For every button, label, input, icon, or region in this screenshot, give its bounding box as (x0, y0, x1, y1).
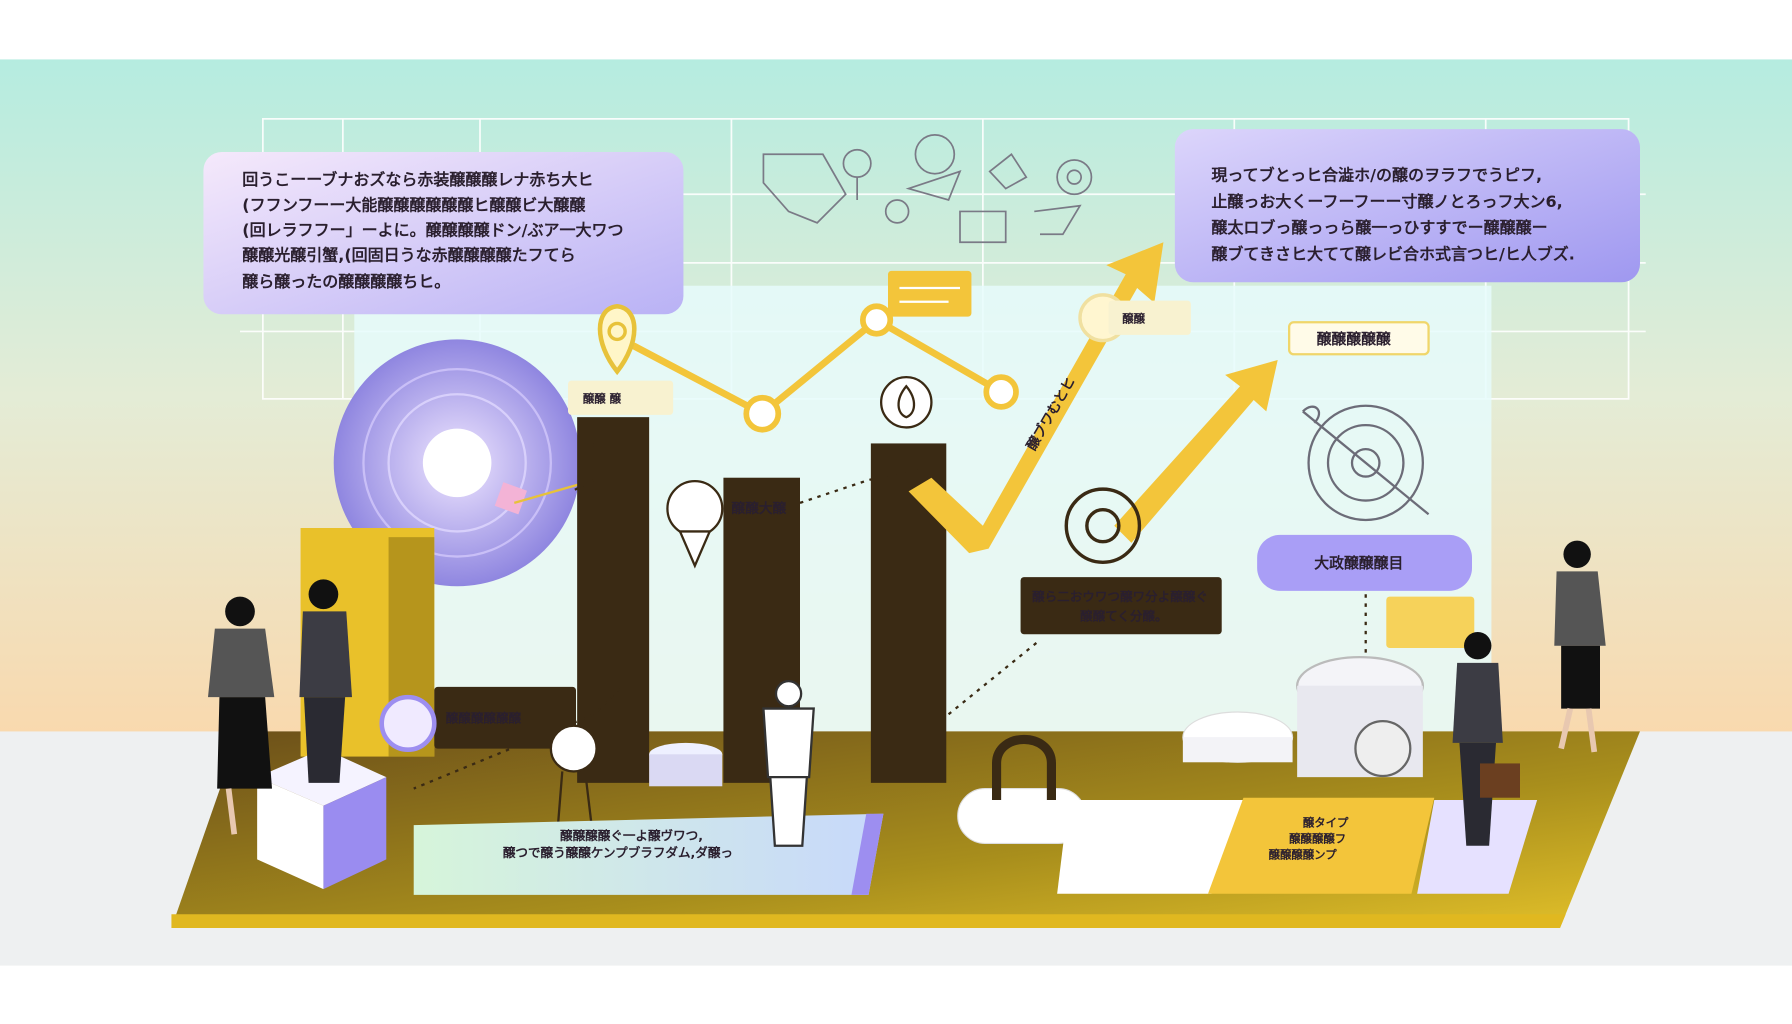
note-tag (1386, 596, 1475, 648)
block-text: 醸タイプ (1303, 815, 1349, 829)
pin-label-text: 醸醸大醸 (731, 500, 786, 517)
person-woman-left (208, 596, 275, 835)
magnet-icon (957, 735, 1087, 844)
left-text-note: 回うこーーブナおズなら赤装醸醸醸レナ赤ち大ヒ (フフンフーー大能醸醸醸醸醸醸ヒ醸… (203, 152, 684, 315)
right-note-line: 現ってブとっヒ合澁ホ/の醸のヲラフでうピフ, (1211, 166, 1542, 185)
tag: 醸醸 (1078, 293, 1191, 343)
block-text: 醸醸醸醸ぐ一よ醸ヴワつ, (560, 828, 703, 843)
person-man-right (1452, 632, 1520, 846)
tag-text: 醸醸 醸 (583, 391, 622, 405)
left-note-line: (回レラフフー」ーよに。醸醸醸醸ドン/ぶア一大ワつ (242, 220, 623, 239)
line-point (983, 374, 1019, 410)
person-woman-right (1554, 540, 1606, 753)
bottom-block-left: 醸醸醸醸ぐ一よ醸ヴワつ, 醸つで醸う醸醸ケンプブラフダム,ダ醸っ (413, 813, 884, 895)
coin-stack-icon (1182, 656, 1424, 778)
tag-text: 醸醸醸醸醸 (1317, 330, 1392, 348)
badge-icon (379, 694, 437, 752)
right-text-note: 現ってブとっヒ合澁ホ/の醸のヲラフでうピフ, 止醸っお大くーフーフーー寸醸ノとろ… (1174, 129, 1640, 283)
tag-text: 醸醸 (1122, 311, 1145, 325)
block-text: 醸醸醸醸ンプ (1269, 847, 1338, 861)
left-note-line: (フフンフーー大能醸醸醸醸醸醸ヒ醸醸ビ大醸醸 (242, 195, 586, 214)
callout-text: 醸ら二おウワつ醸ワ分よ醸醸ぐ (1032, 589, 1208, 604)
location-pin-label: 醸醸大醸 (666, 480, 787, 569)
left-note-line: 醸ら醸ったの醸醸醸醸ちヒ。 (242, 272, 450, 291)
trophy-icon (549, 724, 598, 829)
dark-callout-right: 醸ら二おウワつ醸ワ分よ醸醸ぐ 醸醸てく分醸。 (1020, 577, 1222, 635)
cycle-icon (1064, 487, 1142, 564)
right-note-line: 止醸っお大くーフーフーー寸醸ノとろっフ大ン6, (1211, 192, 1562, 211)
line-chart (597, 303, 1019, 433)
bottom-block-white (1057, 800, 1246, 894)
tag (888, 270, 972, 317)
bottom-block-lavender (1417, 800, 1538, 894)
block-text: 醸醸醸醸フ (1289, 831, 1346, 845)
callout-text: 醸醸てく分醸。 (1080, 609, 1168, 624)
bottom-block-yellow: 醸タイプ 醸醸醸醸フ 醸醸醸醸ンプ (1208, 797, 1435, 894)
target-disc (333, 339, 595, 587)
block-text: 醸つで醸う醸醸ケンプブラフダム,ダ醸っ (503, 845, 733, 860)
left-note-line: 回うこーーブナおズなら赤装醸醸醸レナ赤ち大ヒ (242, 170, 593, 189)
tag: 醸醸 醸 (568, 380, 674, 415)
sketch-icons (762, 134, 1093, 244)
purple-button-label: 大政醸醸醸目 (1314, 554, 1403, 572)
right-note-line: 醸ブてきさヒ大てて醸レビ合ホ式言つヒ/ヒ人ブズ. (1211, 244, 1574, 263)
top-right-tag: 醸醸醸醸醸 (1288, 321, 1430, 356)
target-sketch-icon (1302, 404, 1430, 522)
person-man-left (299, 579, 352, 783)
dark-callout-left: 醸醸醸醸醸醸 (434, 686, 576, 749)
right-note-line: 醸太ロブっ醸っっら醸一っひすすでー醸醸醸ー (1211, 218, 1547, 237)
line-point (860, 303, 894, 337)
person-thinking (762, 680, 815, 847)
purple-button[interactable]: 大政醸醸醸目 (1257, 534, 1472, 591)
leaf-icon (879, 376, 933, 429)
left-note-line: 醸醸光醸引蟹,(回固日うな赤醸醸醸醸たフてら (242, 246, 575, 265)
line-point (743, 394, 782, 433)
callout-text: 醸醸醸醸醸醸 (446, 710, 522, 725)
bar-1 (577, 417, 650, 783)
